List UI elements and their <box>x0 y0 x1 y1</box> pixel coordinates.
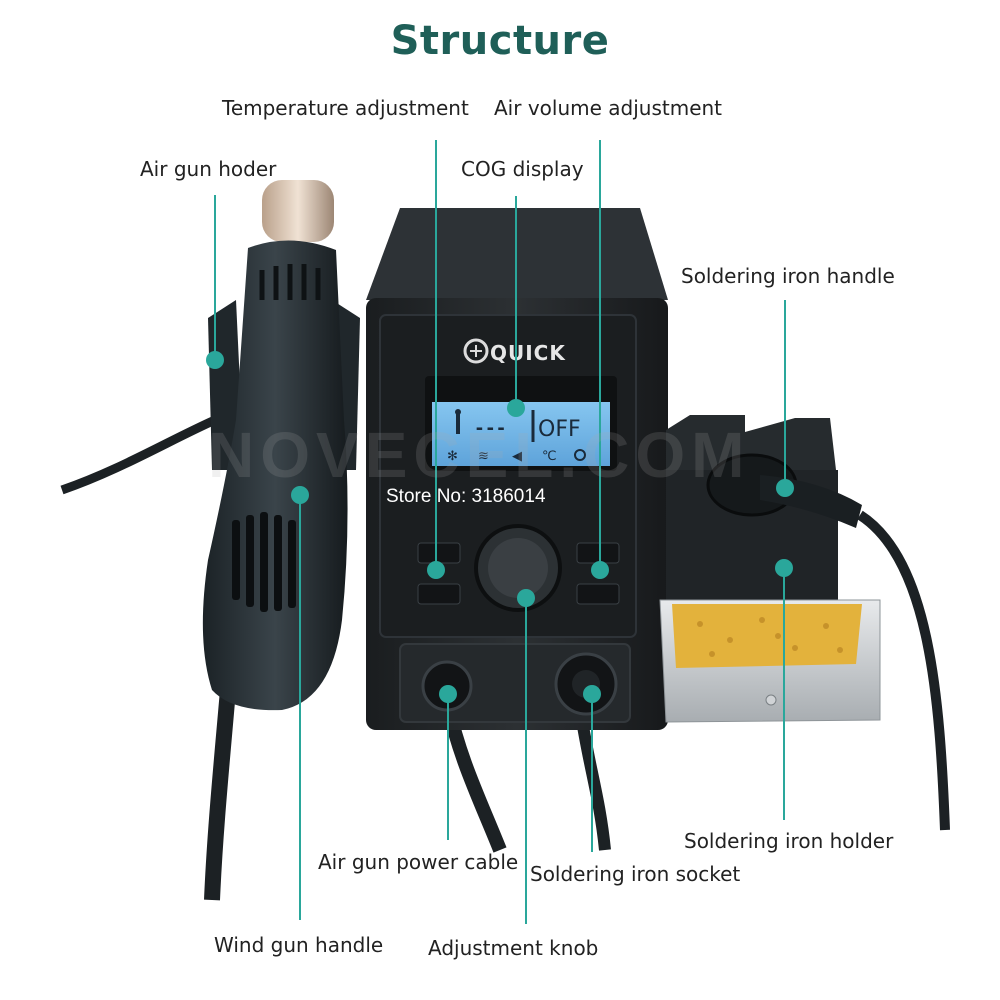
label-adjustment-knob: Adjustment knob <box>428 936 599 960</box>
gun-cable-bottom <box>204 689 236 901</box>
gun-grip-lines <box>259 264 321 300</box>
lcd-unit: ℃ <box>542 449 557 464</box>
label-temperature-adjustment: Temperature adjustment <box>222 96 469 120</box>
gun-cable-left <box>60 415 217 495</box>
label-soldering-iron-holder: Soldering iron holder <box>684 829 894 853</box>
lcd-dash: --- <box>474 418 507 439</box>
label-air-gun-power-cable: Air gun power cable <box>318 850 519 874</box>
watermark: NOVECEL.COM <box>208 419 751 491</box>
temp-down-button[interactable] <box>417 583 461 605</box>
label-cog-display: COG display <box>461 157 584 181</box>
label-soldering-iron-handle: Soldering iron handle <box>681 264 895 288</box>
leader-lines <box>214 140 786 924</box>
fan-icon: ✻ <box>447 449 458 464</box>
iron-cable-right <box>857 510 950 831</box>
settings-icon <box>574 449 586 461</box>
temp-up-button[interactable] <box>417 542 461 564</box>
label-wind-gun-handle: Wind gun handle <box>214 933 384 957</box>
lcd-status: OFF <box>538 417 581 442</box>
label-air-volume-adjustment: Air volume adjustment <box>494 96 723 120</box>
gun-nozzle <box>262 180 334 242</box>
sponge <box>672 604 862 668</box>
air-down-button[interactable] <box>576 583 620 605</box>
tray-screw <box>765 694 777 706</box>
iron-cable <box>576 719 611 851</box>
gun-vents <box>232 512 296 612</box>
label-air-gun-holder: Air gun hoder <box>140 157 277 181</box>
air-icon: ≋ <box>478 449 489 464</box>
brand-logo: QUICK <box>490 341 566 365</box>
brand-logo-icon <box>463 338 489 364</box>
leader-dots <box>206 351 794 703</box>
sponge-texture <box>697 617 843 657</box>
speaker-icon: ◀ <box>512 449 522 464</box>
page-title: Structure <box>390 18 610 64</box>
air-up-button[interactable] <box>576 542 620 564</box>
label-soldering-iron-socket: Soldering iron socket <box>530 862 741 886</box>
store-number: Store No: 3186014 <box>386 486 546 507</box>
